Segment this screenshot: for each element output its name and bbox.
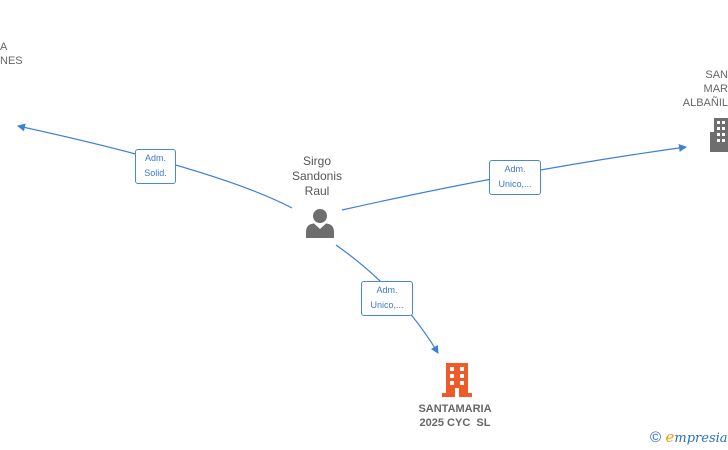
- left-company-label[interactable]: A NES: [0, 40, 23, 68]
- edge-label-adm-solid[interactable]: Adm. Solid.: [135, 149, 176, 184]
- edge-label-adm-unico-right[interactable]: Adm. Unico,...: [489, 160, 541, 195]
- right-company-name-line: SAN: [705, 69, 728, 81]
- right-company-name-line: MAR: [703, 83, 728, 95]
- main-company-label[interactable]: SANTAMARIA 2025 CYC SL: [395, 402, 515, 430]
- edge-label-line: Unico,...: [370, 300, 404, 310]
- copyright-icon: ©: [650, 429, 662, 446]
- person-name-line: Sandonis: [291, 169, 343, 183]
- person-label[interactable]: Sirgo Sandonis Raul: [277, 154, 357, 199]
- main-company-name-line: SANTAMARIA: [418, 403, 492, 415]
- person-icon[interactable]: [305, 208, 335, 238]
- right-company-name-line: ALBAÑIL: [682, 97, 728, 109]
- edge-label-line: Adm.: [144, 153, 166, 163]
- person-name-line: Raul: [304, 184, 330, 198]
- person-name-line: Sirgo: [302, 154, 331, 168]
- main-company-name-line: 2025 CYC SL: [419, 417, 491, 429]
- brand-watermark[interactable]: © empresia: [650, 428, 728, 447]
- right-company-label[interactable]: SAN MAR ALBAÑIL: [670, 68, 728, 110]
- edge-label-line: Unico,...: [498, 179, 532, 189]
- building-icon[interactable]: [442, 363, 472, 397]
- edge-label-line: Solid.: [144, 168, 167, 178]
- building-icon[interactable]: [710, 118, 728, 152]
- edge-label-line: Adm.: [504, 164, 526, 174]
- left-company-name-line: NES: [0, 55, 23, 67]
- left-company-name-line: A: [0, 41, 8, 53]
- brand-initial: e: [665, 428, 675, 446]
- edge-to-left-company: [17, 123, 293, 209]
- edge-label-line: Adm.: [376, 285, 398, 295]
- edge-label-adm-unico-bottom[interactable]: Adm. Unico,...: [361, 281, 413, 316]
- brand-name: mpresia: [674, 431, 728, 446]
